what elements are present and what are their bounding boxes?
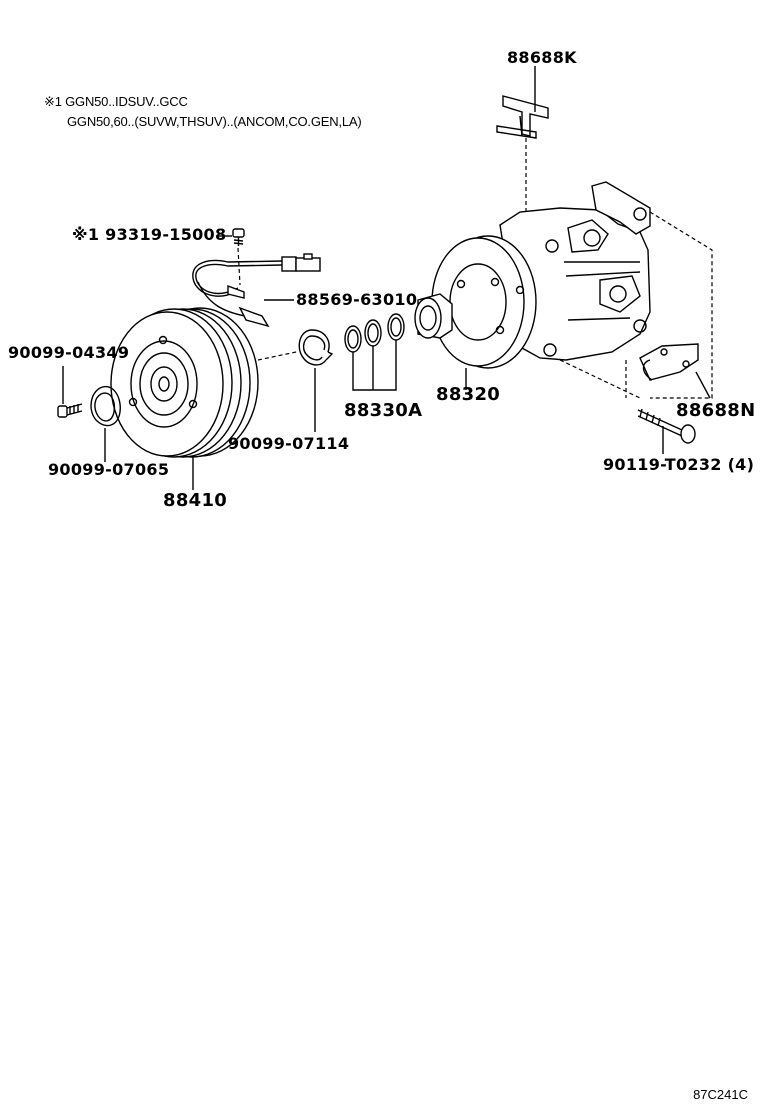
leader-88688n (695, 371, 711, 399)
diagram-code: 87C241C (693, 1087, 748, 1102)
sensor-88569-63010 (192, 253, 321, 328)
bolt-93319-15008 (232, 228, 245, 246)
dashed-mount-frame (559, 211, 713, 399)
label-88569-63010: 88569-63010 (296, 290, 418, 309)
clutch-pulley-88410 (110, 307, 259, 458)
leader-88330a (352, 340, 397, 391)
label-88330a: 88330A (344, 400, 423, 421)
label-88410: 88410 (163, 490, 228, 511)
shim-90099-07065 (90, 385, 121, 427)
bracket-88688n (639, 343, 699, 381)
bracket-88688k (496, 95, 549, 139)
bolt-90119-t0232 (637, 408, 696, 444)
orings-88330a (344, 313, 405, 353)
label-88320: 88320 (436, 384, 501, 405)
label-90119-t0232: 90119-T0232 (4) (603, 455, 755, 474)
compressor-88320 (414, 181, 651, 369)
note-line-1: ※1 GGN50..IDSUV..GCC (44, 94, 188, 109)
label-90099-07065: 90099-07065 (48, 460, 170, 479)
note-line-2: GGN50,60..(SUVW,THSUV)..(ANCOM,CO.GEN,LA… (67, 114, 362, 129)
label-93319-15008: ※1 93319-15008 (72, 225, 227, 244)
dashed-clutch-axis (257, 351, 297, 361)
label-90099-04349: 90099-04349 (8, 343, 130, 362)
label-90099-07114: 90099-07114 (228, 434, 350, 453)
label-88688k: 88688K (507, 48, 577, 67)
dashed-93319 (237, 247, 241, 286)
bolt-90099-04349 (57, 403, 83, 418)
label-88688n: 88688N (676, 400, 756, 421)
snap-ring-90099-07114 (298, 329, 334, 366)
